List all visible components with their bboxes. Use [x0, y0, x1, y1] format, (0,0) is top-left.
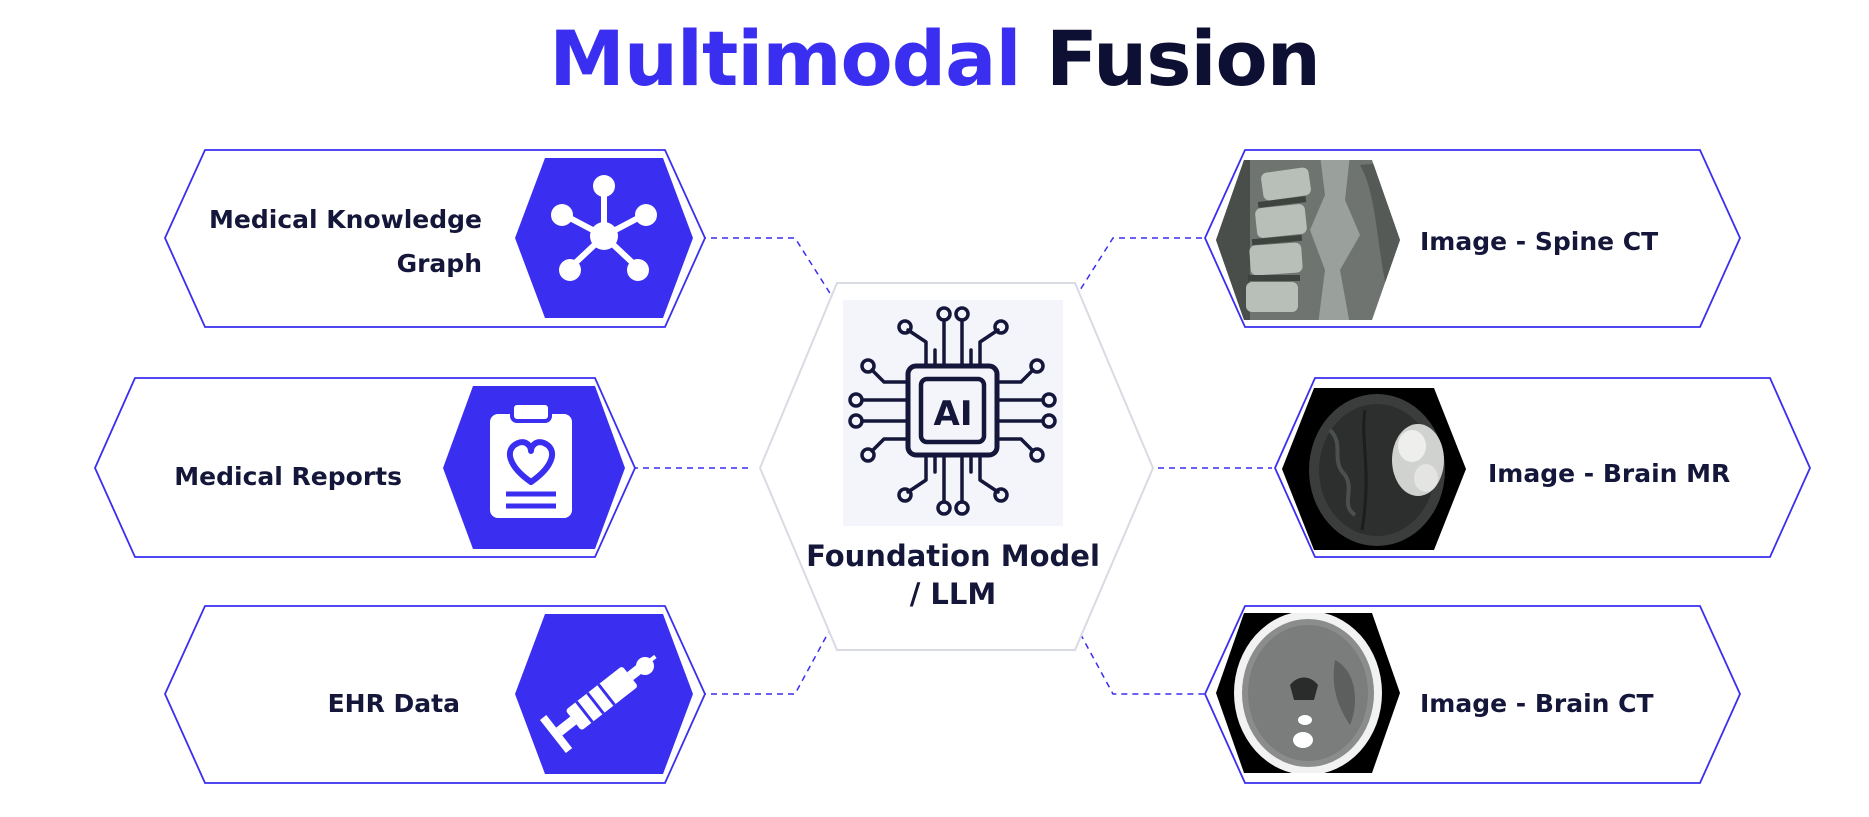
knowledge-graph-label-line2: Graph	[397, 249, 482, 278]
brain-mr-image	[1282, 388, 1466, 550]
chip-icon-background	[843, 300, 1063, 526]
brain-ct-image	[1216, 613, 1400, 773]
center-label-line2: / LLM	[910, 577, 997, 611]
connector-knowledge-graph	[700, 237, 834, 299]
knowledge-graph-label-line1: Medical Knowledge	[209, 205, 482, 234]
brain-mr-label: Image - Brain MR	[1488, 459, 1730, 488]
clipboard-heart-icon	[443, 386, 625, 549]
diagram-title: Multimodal Fusion	[0, 14, 1869, 103]
title-rest-word: Fusion	[1045, 14, 1321, 103]
connector-ehr-data	[700, 623, 834, 695]
network-graph-icon	[515, 158, 693, 318]
ehr-data-label: EHR Data	[328, 689, 460, 718]
spine-ct-label: Image - Spine CT	[1420, 227, 1658, 256]
brain-ct-label: Image - Brain CT	[1420, 689, 1654, 718]
connector-brain-ct	[1074, 623, 1205, 695]
center-label-line1: Foundation Model	[806, 539, 1100, 573]
ai-chip-icon	[848, 306, 1057, 516]
foundation-model-node[interactable]	[758, 282, 1155, 651]
connector-spine-ct	[1074, 237, 1205, 299]
title-accent-word: Multimodal	[549, 14, 1021, 103]
syringe-icon	[515, 614, 693, 774]
connector-lines	[632, 237, 1272, 695]
medical-reports-label: Medical Reports	[174, 462, 402, 491]
chip-ai-text: AI	[934, 394, 973, 434]
